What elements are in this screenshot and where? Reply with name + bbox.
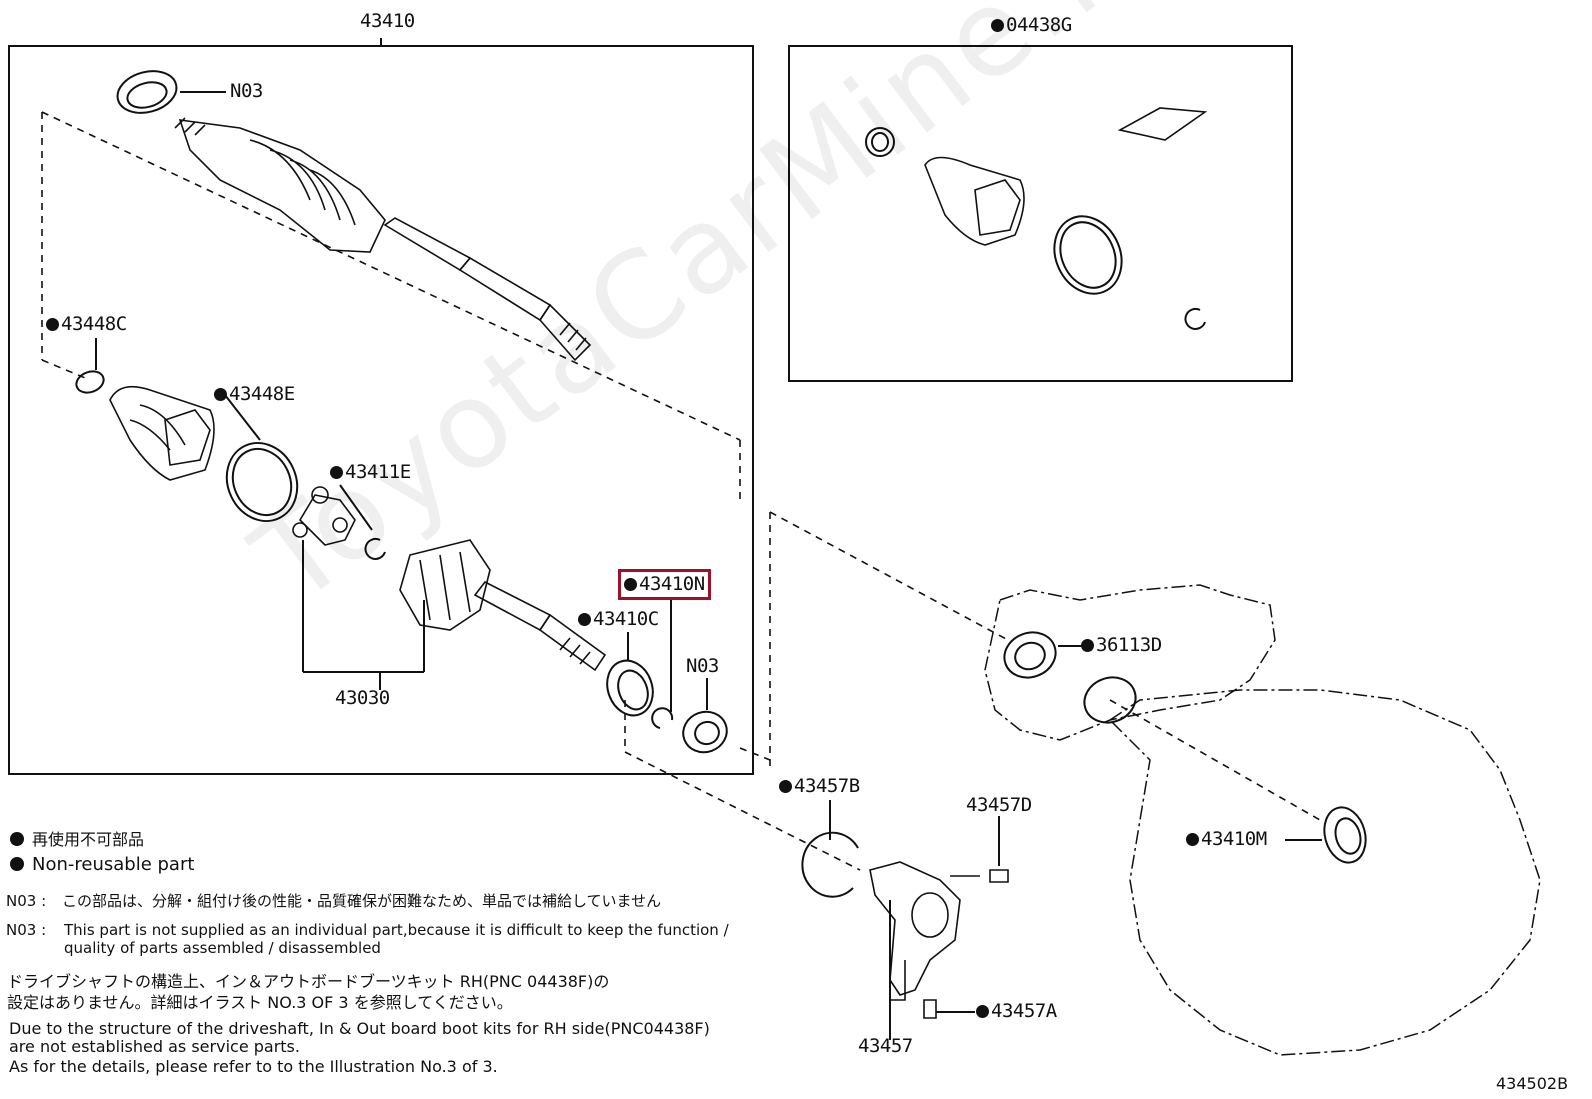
label-43410M[interactable]: 43410M [1186, 830, 1267, 849]
label-43457D[interactable]: 43457D [966, 794, 1032, 816]
bullet-icon [10, 832, 24, 846]
legend-jp: 再使用不可部品 [10, 831, 144, 849]
label-43457[interactable]: 43457 [858, 1035, 913, 1057]
note-n03-en-2: quality of parts assembled / disassemble… [64, 939, 381, 957]
label-36113D[interactable]: 36113D [1081, 636, 1162, 655]
label-N03-top[interactable]: N03 [230, 80, 263, 102]
label-43410N[interactable]: 43410N [618, 569, 711, 600]
assembly-box-43410 [8, 45, 754, 775]
note-rh-en-1: Due to the structure of the driveshaft, … [9, 1019, 710, 1038]
note-rh-en-3: As for the details, please refer to to t… [9, 1057, 498, 1076]
label-N03-bottom[interactable]: N03 [686, 655, 719, 677]
diagram-reference: 434502B [1496, 1074, 1569, 1093]
note-code-1: N03 : [6, 892, 47, 910]
label-43448C[interactable]: 43448C [46, 315, 127, 334]
label-43457A[interactable]: 43457A [976, 1002, 1057, 1021]
note-rh-en-2: are not established as service parts. [9, 1037, 300, 1056]
note-rh-jp-2: 設定はありません。詳細はイラスト NO.3 OF 3 を参照してください。 [7, 993, 513, 1012]
bullet-icon [10, 857, 24, 871]
label-04438G[interactable]: 04438G [991, 16, 1072, 35]
note-rh-jp-1: ドライブシャフトの構造上、イン＆アウトボードブーツキット RH(PNC 0443… [7, 972, 610, 991]
label-43411E[interactable]: 43411E [330, 463, 411, 482]
label-43448E[interactable]: 43448E [214, 385, 295, 404]
label-43457B[interactable]: 43457B [779, 777, 860, 796]
legend-jp-text: 再使用不可部品 [32, 830, 145, 849]
legend-en: Non-reusable part [10, 855, 194, 875]
note-code-2: N03 : [6, 921, 47, 939]
label-43410C[interactable]: 43410C [578, 610, 659, 629]
label-43030[interactable]: 43030 [335, 687, 390, 709]
label-43410[interactable]: 43410 [360, 10, 415, 32]
assembly-box-04438G [788, 45, 1293, 382]
legend-en-text: Non-reusable part [32, 854, 195, 875]
note-n03-en-1: This part is not supplied as an individu… [64, 921, 729, 939]
note-n03-jp: この部品は、分解・組付け後の性能・品質確保が困難なため、単品では補給していません [62, 892, 662, 910]
